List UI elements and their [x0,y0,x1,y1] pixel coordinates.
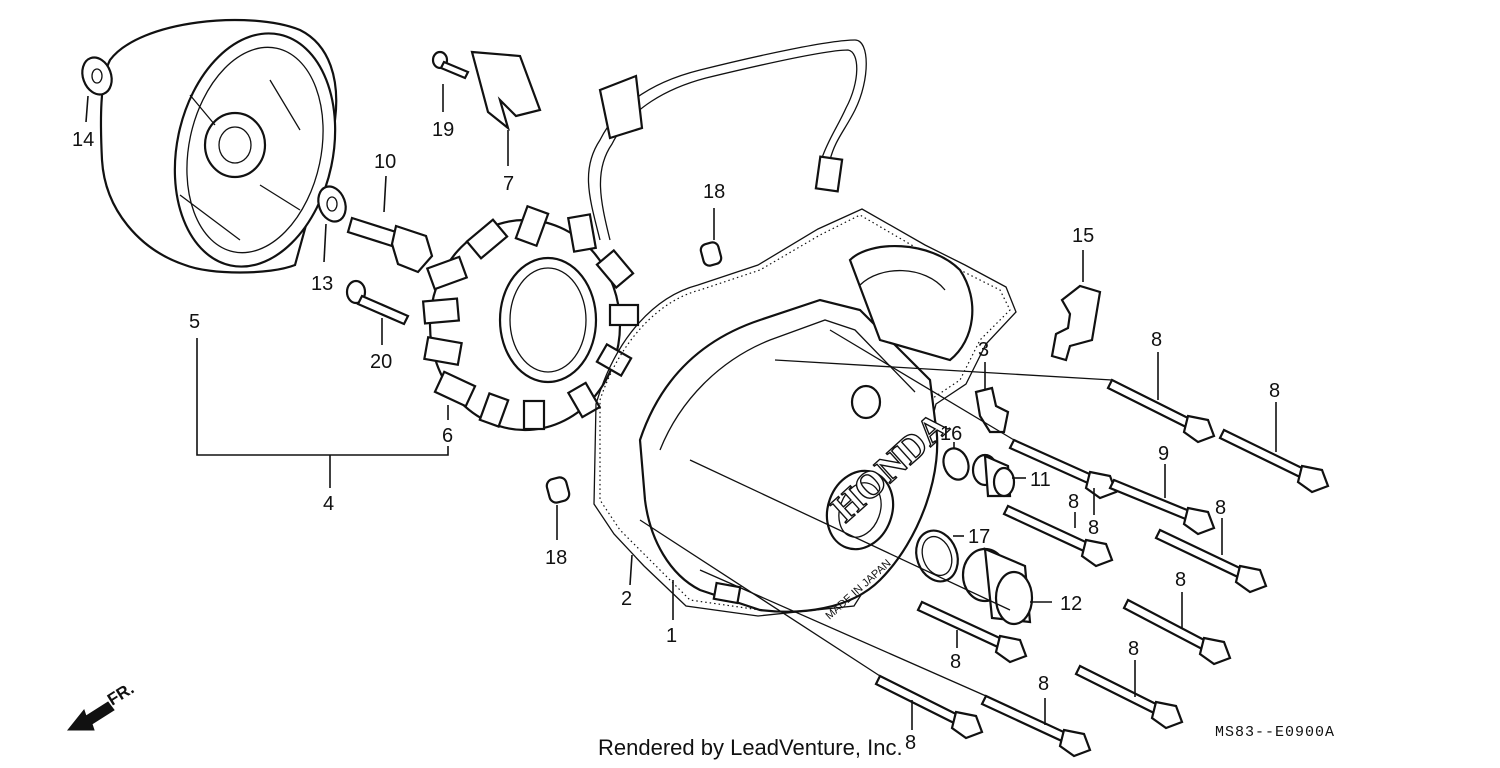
front-direction-marker: FR. [66,679,137,731]
callout-5[interactable]: 5 [189,311,200,333]
bolt-10-part[interactable] [346,216,434,274]
bolt-8-part[interactable] [916,600,1028,664]
callout-9[interactable]: 9 [1158,443,1169,465]
dowel-pin-18-top[interactable] [699,241,723,267]
bolt-8-part[interactable] [1074,664,1184,730]
bolt-8-part[interactable] [980,694,1092,758]
bolt-19-part[interactable] [431,50,470,80]
callout-7[interactable]: 7 [503,173,514,195]
callout-8e[interactable]: 8 [1215,497,1226,519]
callout-8f[interactable]: 8 [1175,569,1186,591]
callout-8i[interactable]: 8 [1038,673,1049,695]
callout-18-bottom[interactable]: 18 [545,547,567,569]
bolt-20-part[interactable] [345,279,410,326]
callout-15[interactable]: 15 [1072,225,1094,247]
callout-8j[interactable]: 8 [905,732,916,754]
callout-8b[interactable]: 8 [1269,380,1280,402]
flange-bolts-group [874,378,1330,758]
o-ring-16-part[interactable] [939,445,972,483]
bolt-8-part[interactable] [1008,438,1118,500]
callout-20[interactable]: 20 [370,351,392,373]
bracket-7-part[interactable] [470,50,542,132]
bolt-8-part[interactable] [1218,428,1330,494]
washer-13-part[interactable] [314,183,351,226]
bolt-axis-lines [639,329,1113,697]
bolt-8-part[interactable] [1122,598,1232,666]
callout-labels: 1 2 3 4 5 6 7 8 8 8 8 8 8 8 8 8 8 9 10 1… [72,119,1280,754]
bolt-9-part[interactable] [1108,478,1216,536]
callout-3[interactable]: 3 [978,339,989,361]
wire-harness-part[interactable] [587,39,867,241]
callout-13[interactable]: 13 [311,273,333,295]
bracket-3-part[interactable] [974,386,1010,434]
callout-10[interactable]: 10 [374,151,396,173]
bolt-8-part[interactable] [1002,504,1114,568]
callout-8g[interactable]: 8 [950,651,961,673]
o-ring-17-part[interactable] [909,525,964,588]
bolt-8-part[interactable] [874,674,984,740]
plug-12-part[interactable] [961,547,1034,626]
callout-8a[interactable]: 8 [1151,329,1162,351]
callout-2[interactable]: 2 [621,588,632,610]
clip-15-part[interactable] [1050,284,1102,362]
credit-text: Rendered by LeadVenture, Inc. [598,735,903,760]
stator-part[interactable] [421,204,640,432]
callout-8c[interactable]: 8 [1068,491,1079,513]
bolt-8-part[interactable] [1106,378,1216,444]
callout-16[interactable]: 16 [940,423,962,445]
callout-8d[interactable]: 8 [1088,517,1099,539]
callout-6[interactable]: 6 [442,425,453,447]
callout-11[interactable]: 11 [1030,469,1051,491]
washer-14-part[interactable] [77,53,116,98]
flywheel-part[interactable] [99,18,356,281]
callout-12[interactable]: 12 [1060,593,1082,615]
bolt-8-part[interactable] [1154,528,1268,594]
callout-14[interactable]: 14 [72,129,94,151]
callout-17[interactable]: 17 [968,526,990,548]
arrow-icon [66,701,115,731]
assembly-bracket-line [196,338,449,456]
callout-19[interactable]: 19 [432,119,454,141]
diagram-code: MS83--E0900A [1215,724,1336,741]
dowel-pin-18-bottom[interactable] [545,476,571,504]
plug-11-part[interactable] [971,453,1016,498]
callout-8h[interactable]: 8 [1128,638,1139,660]
callout-18-top[interactable]: 18 [703,181,725,203]
callout-1[interactable]: 1 [666,625,677,647]
callout-4[interactable]: 4 [323,493,334,515]
